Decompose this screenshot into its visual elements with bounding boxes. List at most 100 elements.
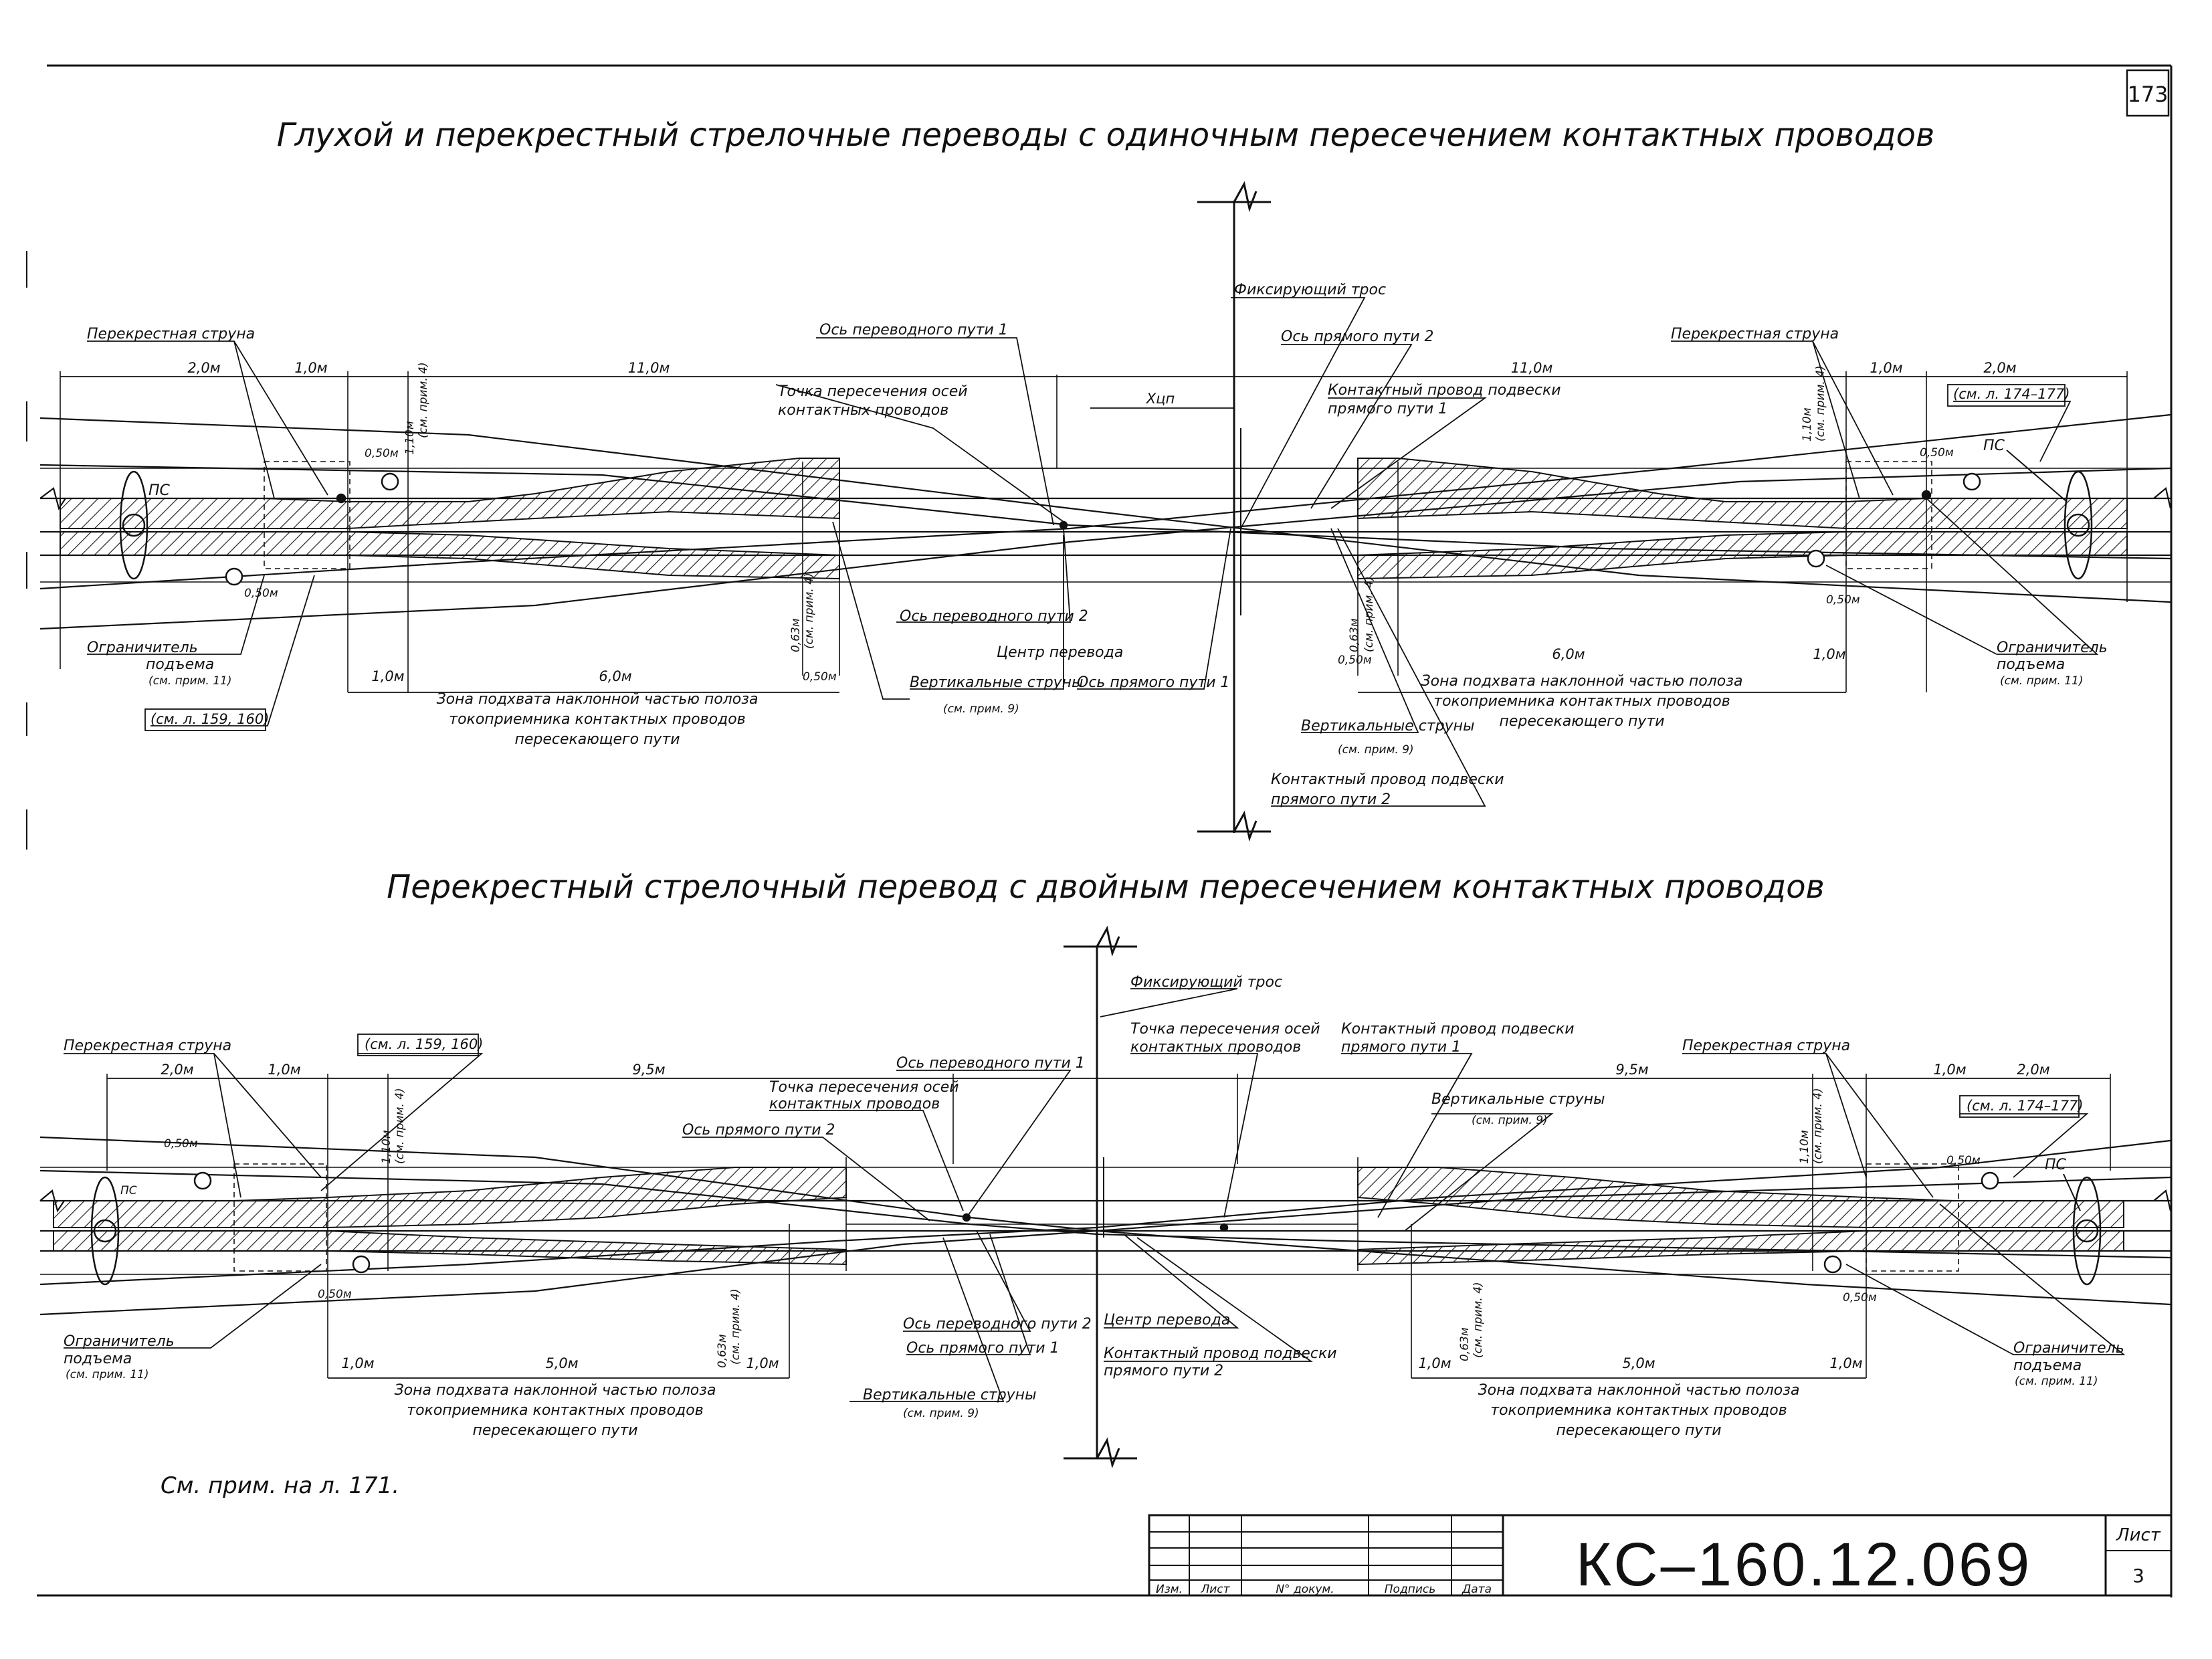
bottom-see-note4-c: (см. прим. 4) xyxy=(1472,1282,1485,1358)
page-number: 173 xyxy=(2127,82,2168,107)
bottom-hatched-zones xyxy=(53,1167,2124,1266)
bottom-zone-right-3: пересекающего пути xyxy=(1556,1422,1721,1439)
top-dim-110-b: 1,10м xyxy=(1801,407,1814,442)
top-contact-wire-2a: Контактный провод подвески xyxy=(1271,771,1504,788)
top-title: Глухой и перекрестный стрелочные перевод… xyxy=(277,116,1935,154)
bottom-dim-1m-bottom-left: 1,0м xyxy=(341,1355,374,1371)
top-dim-6m-left: 6,0м xyxy=(599,668,631,684)
bottom-zone-left-3: пересекающего пути xyxy=(472,1422,637,1439)
top-diverge-axis-2-label: Ось переводного пути 2 xyxy=(900,608,1088,625)
top-dim-050-e: 0,50м xyxy=(1920,446,1954,460)
bottom-cross-string-left-label: Перекрестная струна xyxy=(64,1038,231,1054)
bottom-ps-right: ПС xyxy=(2045,1157,2102,1286)
top-dim-2m-left: 2,0м xyxy=(187,360,220,376)
bottom-dim-110-b: 1,10м xyxy=(1798,1130,1811,1164)
bottom-see-159-box xyxy=(357,1034,479,1056)
bottom-dim-110-a: 1,10м xyxy=(380,1130,393,1164)
top-vert-strings-r-label: Вертикальные струны xyxy=(1301,718,1474,735)
bottom-limiter-right-1: Ограничитель xyxy=(2013,1340,2124,1357)
bottom-see-note4-a: (см. прим. 4) xyxy=(393,1088,407,1164)
top-ps-left: ПС xyxy=(119,470,171,580)
top-dim-110-a: 1,10м xyxy=(403,421,417,455)
top-zone-left-2: токоприемника контактных проводов xyxy=(449,711,745,728)
document-code: КС–160.12.069 xyxy=(1576,1531,2033,1599)
bottom-vertical-struts xyxy=(106,1074,2111,1378)
bottom-diagram: Перекрестный стрелочный перевод с двойны… xyxy=(39,868,2172,1469)
stamp-header-doc: N° докум. xyxy=(1276,1583,1334,1596)
top-contact-wire-1b: прямого пути 1 xyxy=(1328,401,1447,417)
bottom-dim-9-5m-left: 9,5м xyxy=(632,1062,665,1078)
bottom-vert-strings-label: Вертикальные струны xyxy=(863,1387,1036,1403)
bottom-diverge-axis-2-label: Ось переводного пути 2 xyxy=(903,1316,1092,1333)
top-ps-right: ПС xyxy=(1983,437,2093,580)
bottom-limiter-left-1: Ограничитель xyxy=(64,1333,175,1350)
top-see-159-box xyxy=(144,708,266,731)
top-limiter-right-3: (см. прим. 11) xyxy=(2000,674,2083,688)
bottom-dim-2m-right: 2,0м xyxy=(2017,1062,2049,1078)
bottom-intersect-r2: контактных проводов xyxy=(1130,1039,1301,1056)
bottom-ps-left-label: ПС xyxy=(120,1184,137,1197)
bottom-dim-5m-left: 5,0м xyxy=(545,1355,578,1371)
top-dim-1m-bottom-right: 1,0м xyxy=(1813,646,1845,662)
top-zone-right-3: пересекающего пути xyxy=(1499,713,1664,730)
top-dim-050-d: 0,50м xyxy=(1338,654,1372,667)
bottom-ps-right-label: ПС xyxy=(2045,1157,2067,1173)
top-zone-right-2: токоприемника контактных проводов xyxy=(1433,693,1730,710)
bottom-see-159-label: (см. л. 159, 160) xyxy=(365,1036,483,1052)
top-see-note9-label: (см. прим. 9) xyxy=(943,702,1019,716)
list-value: 3 xyxy=(2132,1565,2144,1587)
top-see-159-label: (см. л. 159, 160) xyxy=(150,711,269,727)
top-limiter-right-2: подъема xyxy=(1997,656,2065,673)
top-straight-axis-2-label: Ось прямого пути 2 xyxy=(1281,328,1434,345)
top-cross-string-right-label: Перекрестная струна xyxy=(1671,326,1839,343)
top-dim-1m-right: 1,0м xyxy=(1870,360,1902,376)
page-number-box xyxy=(2126,69,2170,117)
bottom-straight-axis-2-label: Ось прямого пути 2 xyxy=(682,1122,835,1139)
top-limiter-left-1: Ограничитель xyxy=(87,640,198,656)
bottom-dim-1m-left: 1,0м xyxy=(268,1062,300,1078)
bottom-contact-wire-2b: прямого пути 2 xyxy=(1104,1363,1223,1379)
bottom-dimensions: 2,0м 1,0м 9,5м 9,5м 1,0м 2,0м 0,50м 1,10… xyxy=(161,1062,2049,1371)
bottom-contact-wire-1b: прямого пути 1 xyxy=(1341,1039,1461,1056)
bottom-diverge-axis-1-label: Ось переводного пути 1 xyxy=(896,1055,1085,1072)
bottom-labels: Фиксирующий трос Перекрестная струна (см… xyxy=(64,974,2124,1439)
bottom-insulators xyxy=(193,1171,1999,1274)
top-switch-center-label: Центр перевода xyxy=(997,644,1123,661)
top-dim-1m-bottom-left: 1,0м xyxy=(371,668,404,684)
top-see-note9-r-label: (см. прим. 9) xyxy=(1338,743,1414,757)
top-zone-left-1: Зона подхвата наклонной частью полоза xyxy=(437,691,759,708)
top-zone-right-1: Зона подхвата наклонной частью полоза xyxy=(1421,673,1743,690)
bottom-dim-050-b: 0,50м xyxy=(318,1288,352,1301)
top-dim-xcp: Хцп xyxy=(1146,391,1175,407)
bottom-dim-1m-right: 1,0м xyxy=(1933,1062,1966,1078)
bottom-limiter-right-3: (см. прим. 11) xyxy=(2015,1375,2098,1388)
top-dim-11m-right: 11,0м xyxy=(1511,360,1553,376)
bottom-see-174-box xyxy=(1959,1095,2080,1118)
bottom-dim-5m-right: 5,0м xyxy=(1622,1355,1655,1371)
bottom-dim-063-b: 0,63м xyxy=(1458,1327,1472,1361)
bottom-dim-1m-bottom-mid2: 1,0м xyxy=(1418,1355,1451,1371)
stamp-header-date: Дата xyxy=(1462,1583,1492,1596)
stamp-header-sign: Подпись xyxy=(1385,1583,1435,1596)
top-dim-050-f: 0,50м xyxy=(1826,593,1860,607)
bottom-zone-right-2: токоприемника контактных проводов xyxy=(1490,1402,1787,1419)
top-see-note4-b: (см. прим. 4) xyxy=(803,573,816,649)
top-straight-axis-1-label: Ось прямого пути 1 xyxy=(1077,674,1230,691)
bottom-contact-wire-2a: Контактный провод подвески xyxy=(1104,1345,1337,1362)
top-insulators xyxy=(225,472,1981,586)
top-dim-050-b: 0,50м xyxy=(244,587,278,600)
bottom-intersect-l1: Точка пересечения осей xyxy=(769,1079,959,1096)
top-dim-050-c: 0,50м xyxy=(803,670,837,684)
bottom-dim-050-d: 0,50м xyxy=(1843,1291,1877,1304)
top-see-174-label: (см. л. 174–177) xyxy=(1953,386,2070,402)
top-contact-wire-2b: прямого пути 2 xyxy=(1271,791,1391,808)
top-see-note4-d: (см. прим. 4) xyxy=(1814,365,1827,442)
top-dim-063-b: 0,63м xyxy=(1348,618,1361,652)
top-leaders xyxy=(87,297,2099,807)
bottom-fixing-cable xyxy=(1064,925,1137,1469)
bottom-dim-9-5m-right: 9,5м xyxy=(1615,1062,1648,1078)
bottom-intersect-r1: Точка пересечения осей xyxy=(1130,1021,1320,1038)
top-intersect-label-1: Точка пересечения осей xyxy=(778,383,968,400)
top-ps-right-label: ПС xyxy=(1983,437,2005,454)
bottom-dimension-lines xyxy=(107,1078,2110,1379)
